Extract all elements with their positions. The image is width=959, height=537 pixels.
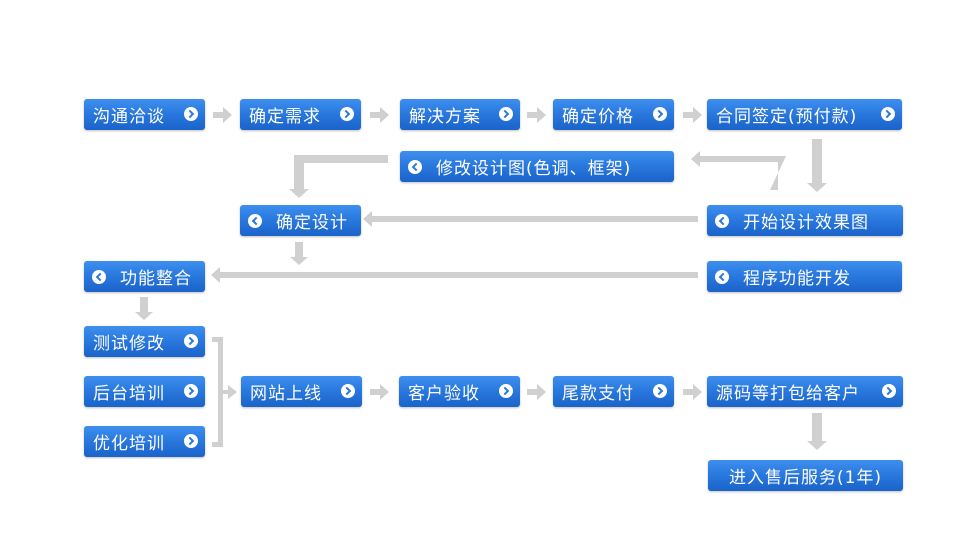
node-start-design[interactable]: 开始设计效果图 [707, 205, 903, 236]
node-program-dev[interactable]: 程序功能开发 [707, 261, 902, 292]
node-solution-label: 解决方案 [409, 107, 481, 127]
node-integration[interactable]: 功能整合 [84, 261, 205, 292]
node-program-dev-label: 程序功能开发 [743, 269, 851, 289]
chevron-right-icon [499, 107, 513, 121]
chevron-right-icon [184, 107, 198, 121]
node-confirm-design-label: 确定设计 [276, 213, 348, 233]
node-after-sales-label: 进入售后服务(1年) [728, 468, 883, 488]
node-confirm-requirements[interactable]: 确定需求 [240, 99, 361, 130]
node-after-sales[interactable]: 进入售后服务(1年) [708, 460, 903, 491]
chevron-left-icon [92, 269, 106, 284]
chevron-left-icon [715, 213, 729, 228]
chevron-left-icon [715, 269, 729, 284]
chevron-right-icon [184, 384, 198, 398]
node-sign-contract[interactable]: 合同签定(预付款) [707, 99, 902, 130]
node-deliver-source[interactable]: 源码等打包给客户 [707, 376, 903, 407]
chevron-right-icon [499, 384, 513, 398]
node-confirm-price[interactable]: 确定价格 [553, 99, 674, 130]
arrow-2-3 [370, 107, 389, 123]
chevron-right-icon [184, 434, 198, 448]
node-deliver-source-label: 源码等打包给客户 [716, 384, 860, 404]
chevron-right-icon [882, 384, 896, 398]
node-test-modify[interactable]: 测试修改 [84, 326, 205, 357]
arrow-8-down [290, 242, 308, 265]
arrow-15-16 [527, 384, 546, 400]
node-confirm-price-label: 确定价格 [562, 107, 634, 127]
arrow-3-4 [527, 107, 546, 123]
chevron-right-icon [653, 384, 667, 398]
node-modify-design[interactable]: 修改设计图(色调、框架) [400, 151, 674, 182]
node-communicate[interactable]: 沟通洽谈 [84, 99, 205, 130]
node-test-modify-label: 测试修改 [93, 334, 165, 354]
node-go-live-label: 网站上线 [250, 384, 322, 404]
arrow-9-10 [211, 267, 698, 283]
arrow-bracket-14 [223, 385, 237, 399]
arrow-14-15 [370, 384, 389, 400]
node-go-live[interactable]: 网站上线 [241, 376, 362, 407]
chevron-right-icon [340, 107, 354, 121]
arrow-16-17 [683, 384, 702, 400]
node-backend-training-label: 后台培训 [93, 384, 165, 404]
node-integration-label: 功能整合 [120, 269, 192, 289]
node-start-design-label: 开始设计效果图 [743, 213, 869, 233]
arrow-5-7 [807, 139, 827, 192]
arrow-6-8 [289, 155, 388, 198]
arrow-4-5 [683, 107, 702, 123]
node-optimization-training-label: 优化培训 [93, 434, 165, 454]
node-solution[interactable]: 解决方案 [400, 99, 520, 130]
node-confirm-requirements-label: 确定需求 [249, 107, 321, 127]
node-acceptance-label: 客户验收 [408, 384, 480, 404]
bracket-11-13 [212, 337, 223, 447]
node-sign-contract-label: 合同签定(预付款) [716, 107, 858, 127]
chevron-left-icon [248, 213, 262, 228]
node-backend-training[interactable]: 后台培训 [84, 376, 205, 407]
node-modify-design-label: 修改设计图(色调、框架) [436, 159, 632, 179]
arrow-17-18 [807, 413, 827, 450]
arrow-7-8 [363, 211, 698, 227]
node-acceptance[interactable]: 客户验收 [399, 376, 520, 407]
chevron-right-icon [341, 384, 355, 398]
arrow-1-2 [213, 107, 232, 123]
node-final-payment[interactable]: 尾款支付 [553, 376, 674, 407]
chevron-right-icon [881, 107, 895, 121]
node-final-payment-label: 尾款支付 [562, 384, 634, 404]
chevron-left-icon [408, 159, 422, 174]
node-communicate-label: 沟通洽谈 [93, 107, 165, 127]
chevron-right-icon [184, 334, 198, 348]
arrow-7-6 [691, 151, 786, 190]
node-confirm-design[interactable]: 确定设计 [240, 205, 361, 236]
arrow-10-11 [135, 297, 153, 320]
node-optimization-training[interactable]: 优化培训 [84, 426, 205, 457]
chevron-right-icon [653, 107, 667, 121]
